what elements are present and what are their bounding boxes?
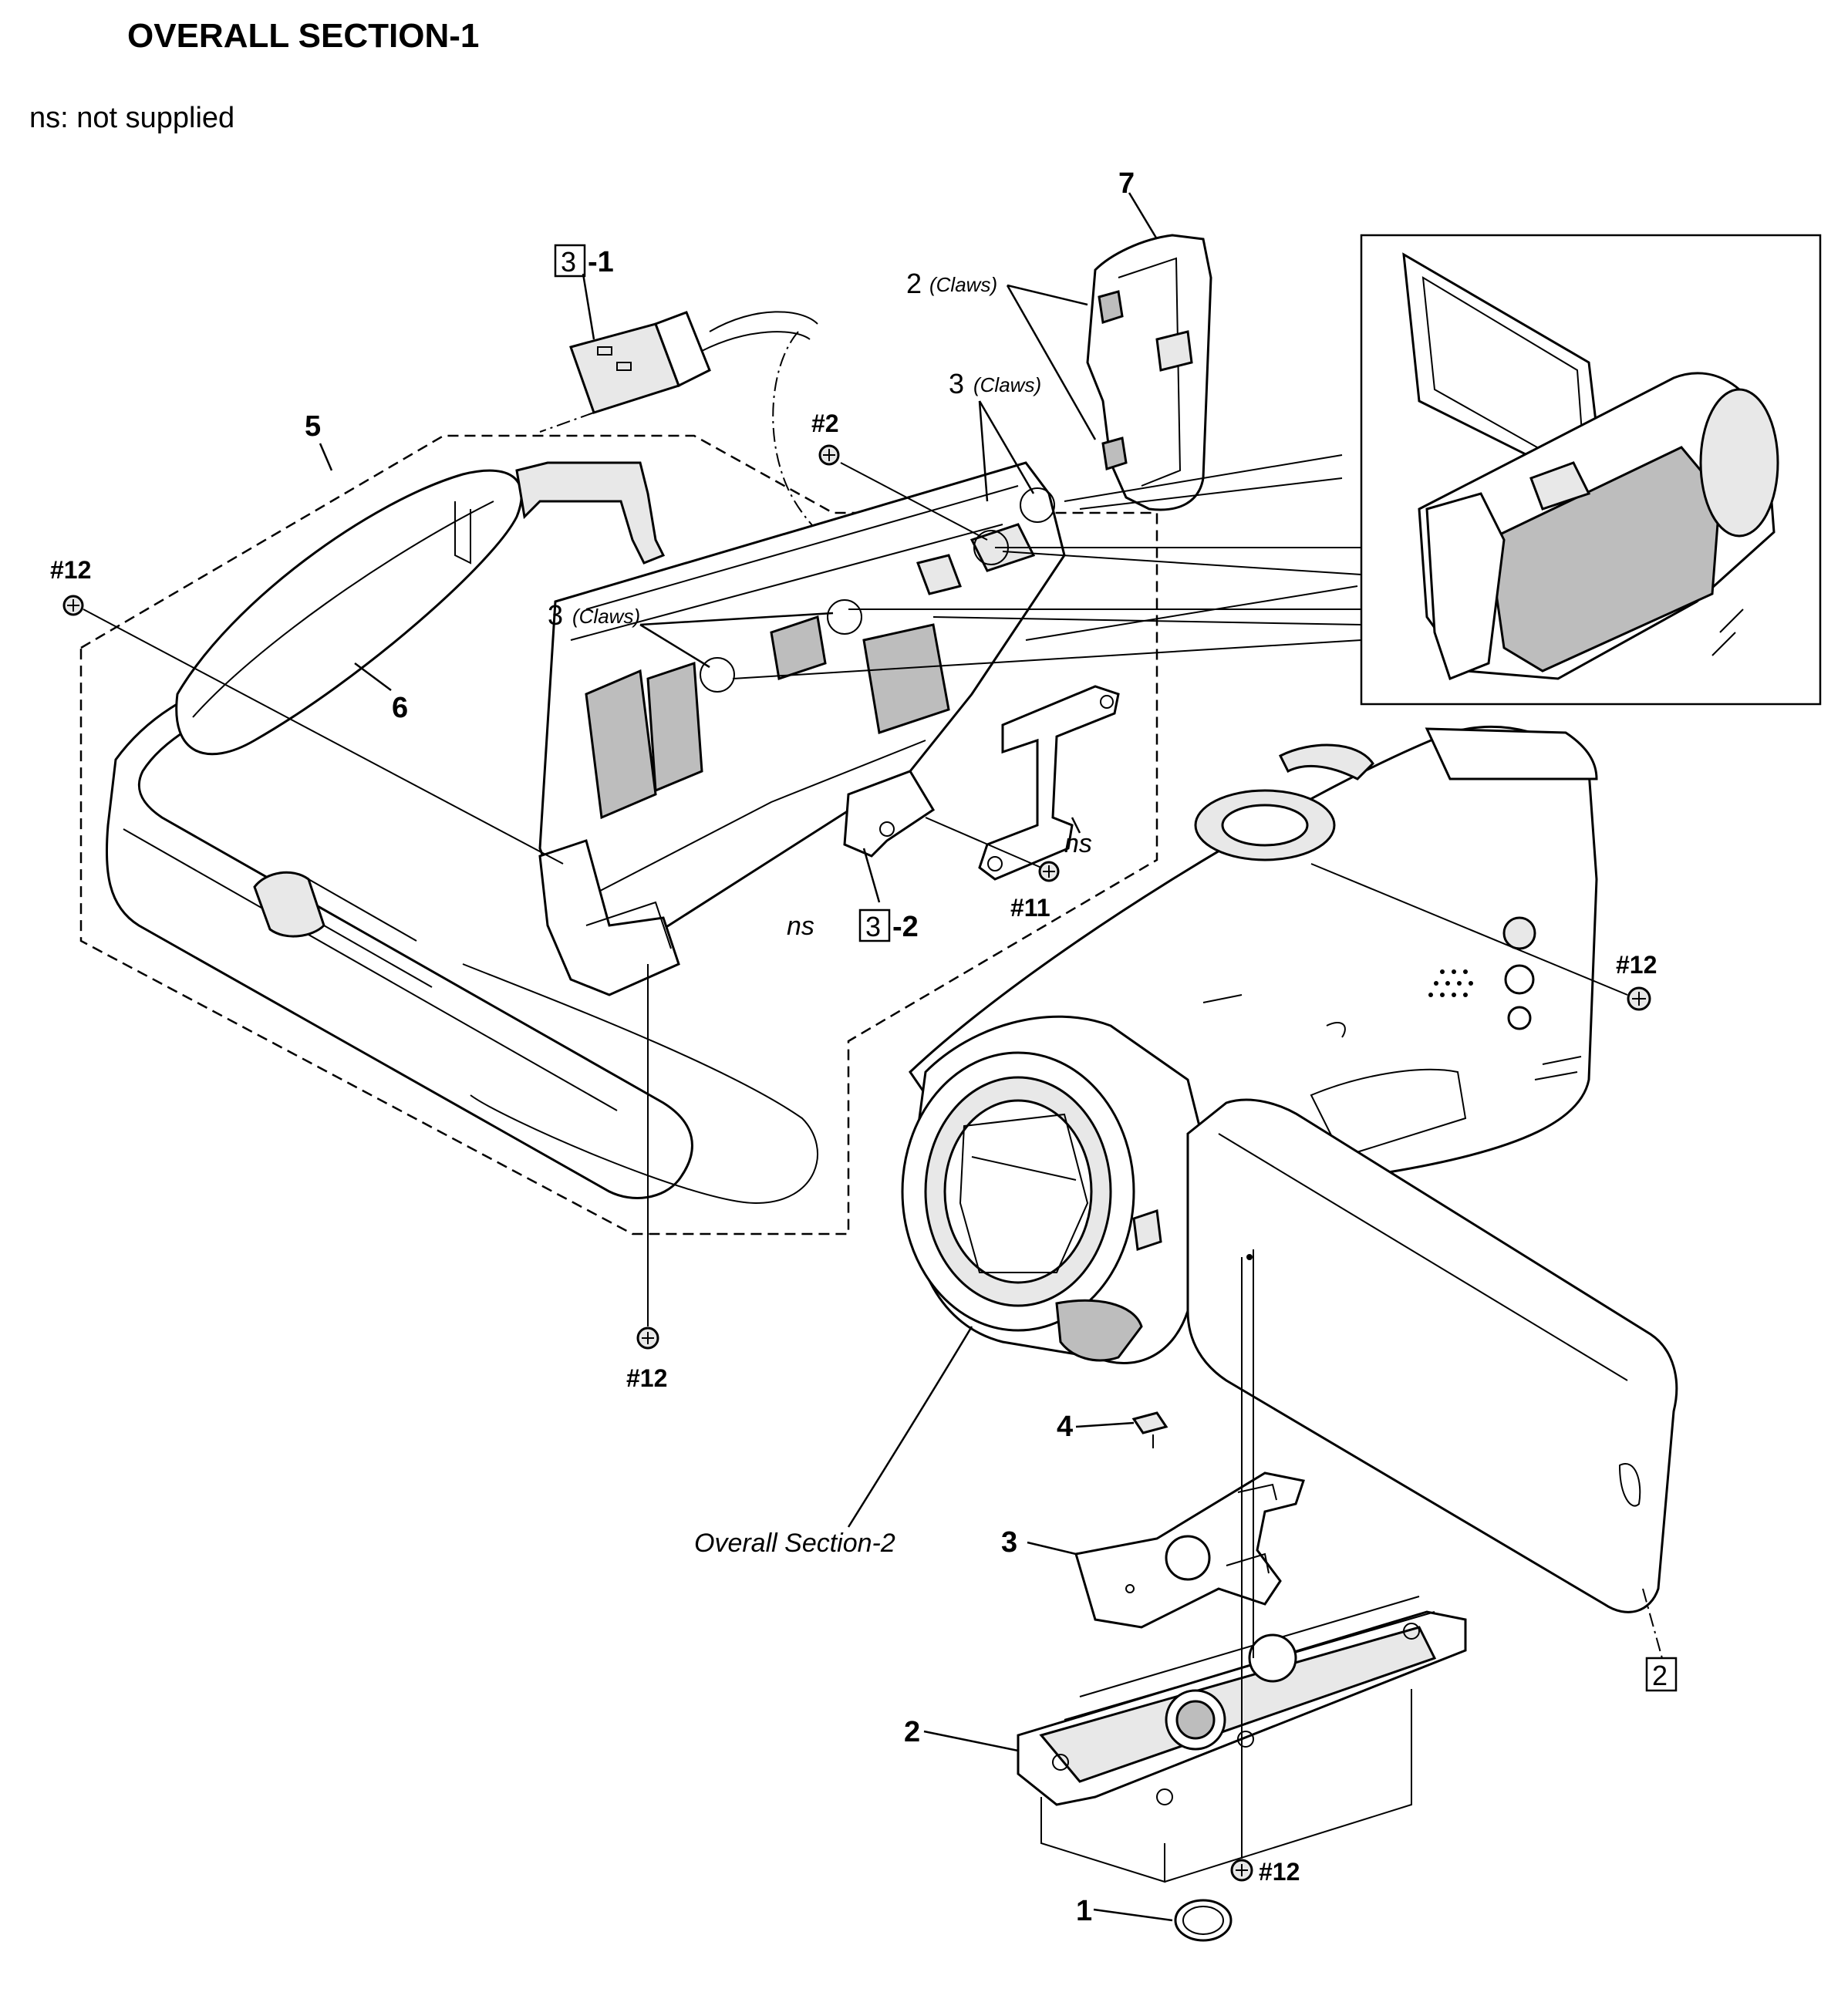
callout-leaders xyxy=(319,192,1663,1922)
callout-boxed-2: 2 xyxy=(1652,1660,1668,1691)
lcd-panel xyxy=(1186,1098,1678,1613)
boxed-callout-frame xyxy=(1645,1657,1678,1692)
not-supplied-note: ns: not supplied xyxy=(29,102,235,134)
screw-axis-lines xyxy=(83,462,1628,1859)
screw-icon xyxy=(1038,861,1060,882)
screw-12-label-bottom-left: #12 xyxy=(626,1364,667,1392)
claws-3-top-word: (Claws) xyxy=(973,373,1041,396)
claw-marker xyxy=(700,657,735,693)
screw-icon xyxy=(1627,986,1651,1011)
screw-11-label: #11 xyxy=(1010,894,1050,922)
screw-icon xyxy=(636,1326,659,1350)
screw-12-label-bottom: #12 xyxy=(1259,1858,1300,1886)
callout-3-2-suffix: -2 xyxy=(892,911,919,943)
group-boundary-dashed xyxy=(79,434,1158,1235)
boxed-callout-frame xyxy=(554,244,586,278)
callout-2: 2 xyxy=(904,1716,920,1748)
boxed-callout-frame xyxy=(858,908,891,942)
small-pad xyxy=(1131,1411,1168,1434)
claws-2-count: 2 xyxy=(906,268,922,299)
usb-connector xyxy=(539,311,926,610)
callout-3-1-suffix: -1 xyxy=(588,246,614,278)
metal-bracket xyxy=(843,685,1120,881)
claw-marker xyxy=(827,599,862,635)
ns-label-frame: ns xyxy=(787,912,814,941)
callout-7: 7 xyxy=(1118,167,1135,200)
callout-5: 5 xyxy=(305,410,321,443)
callout-3-2-number: 3 xyxy=(865,911,881,942)
screw-icon xyxy=(818,444,840,466)
callout-4: 4 xyxy=(1057,1411,1073,1443)
hand-strap xyxy=(105,681,818,1205)
lens-barrel xyxy=(901,1015,1205,1364)
claws-3-mid-count: 3 xyxy=(548,599,563,631)
inset-camera xyxy=(1402,252,1779,680)
ns-label-bracket: ns xyxy=(1064,829,1092,858)
cover-part-7 xyxy=(1086,234,1212,511)
callout-3: 3 xyxy=(1001,1526,1017,1559)
callout-6: 6 xyxy=(392,692,408,724)
speaker-grille xyxy=(1428,969,1473,997)
callout-1: 1 xyxy=(1076,1895,1092,1927)
side-cabinet-frame xyxy=(538,461,1066,996)
claws-2-word: (Claws) xyxy=(929,273,997,296)
claw-marker xyxy=(973,530,1009,565)
claws-3-top-count: 3 xyxy=(949,368,964,399)
screw-12-label-left: #12 xyxy=(50,556,91,584)
screw-icon xyxy=(62,595,84,616)
callout-3-1-number: 3 xyxy=(561,246,576,278)
overall-section-2-ref: Overall Section-2 xyxy=(694,1529,895,1558)
inset-frame xyxy=(1360,234,1822,706)
screw-icon xyxy=(1230,1859,1253,1882)
page-title: OVERALL SECTION-1 xyxy=(127,17,480,55)
claw-leader-lines xyxy=(732,454,1362,679)
bottom-cabinet xyxy=(1017,1596,1467,1883)
screw-2-label: #2 xyxy=(811,410,839,437)
claw-marker xyxy=(1020,487,1055,523)
screw-12-label-right: #12 xyxy=(1616,951,1657,979)
insulating-sheet xyxy=(1074,1471,1305,1629)
grip-pad xyxy=(175,461,666,756)
claws-3-mid-word: (Claws) xyxy=(572,605,640,628)
